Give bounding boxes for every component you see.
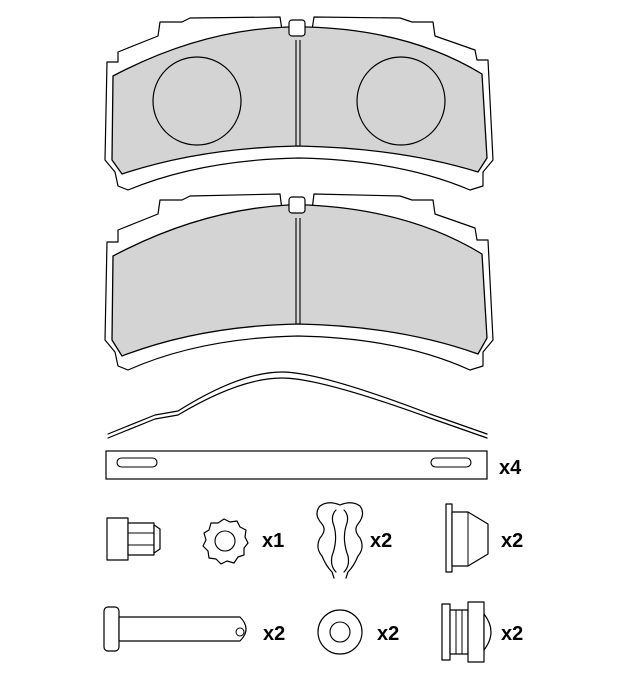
- bushing: x2: [441, 601, 523, 663]
- pin-shaft: [118, 616, 247, 642]
- pad-2-backing-plate: [104, 193, 494, 371]
- brake-pad-1: [104, 16, 494, 191]
- wire-clip-outer: [316, 502, 341, 579]
- bolt-head: [106, 517, 129, 561]
- rubber-cap-flange: [445, 503, 453, 573]
- pad-1-right-sensor-circle: [356, 56, 446, 146]
- washer-quantity: x2: [377, 623, 399, 645]
- bushing-tip: [483, 613, 492, 651]
- pin-head: [103, 606, 120, 652]
- toothed-washer: x1: [202, 518, 284, 565]
- wire-clip-outer-right: [339, 502, 364, 579]
- retaining-plate-quantity: x4: [499, 457, 522, 479]
- rubber-cap: x2: [445, 503, 523, 573]
- pad-1-backing-plate: [104, 16, 494, 191]
- retaining-plate: x4: [105, 450, 522, 480]
- pin: x2: [103, 606, 285, 652]
- bolt: [106, 517, 161, 561]
- pad-1-left-sensor-circle: [152, 56, 242, 146]
- retaining-plate-slot-left: [116, 457, 158, 468]
- washer-inner: [329, 621, 351, 643]
- pad-2-center-tab: [288, 196, 306, 214]
- retaining-plate-body: [105, 450, 488, 480]
- toothed-washer-hole: [214, 530, 236, 552]
- rubber-cap-body: [451, 511, 489, 567]
- washer: x2: [317, 609, 399, 655]
- bushing-flange: [441, 603, 451, 661]
- bolt-tip: [153, 524, 161, 554]
- retaining-plate-slot-right: [430, 457, 472, 468]
- wire-clip-inner: [330, 509, 350, 573]
- wire-clip-quantity: x2: [370, 530, 392, 552]
- toothed-washer-quantity: x1: [262, 530, 284, 552]
- bushing-body: [449, 609, 469, 655]
- bushing-collar: [467, 601, 485, 663]
- rubber-cap-quantity: x2: [501, 530, 523, 552]
- pad-1-center-tab: [288, 19, 306, 37]
- brake-pad-2: [104, 193, 494, 371]
- wire-clip: x2: [316, 502, 392, 579]
- spring-clip: [107, 371, 488, 439]
- pin-quantity: x2: [263, 623, 285, 645]
- pin-hole: [235, 627, 245, 637]
- bushing-quantity: x2: [501, 623, 523, 645]
- bolt-shank: [127, 522, 155, 556]
